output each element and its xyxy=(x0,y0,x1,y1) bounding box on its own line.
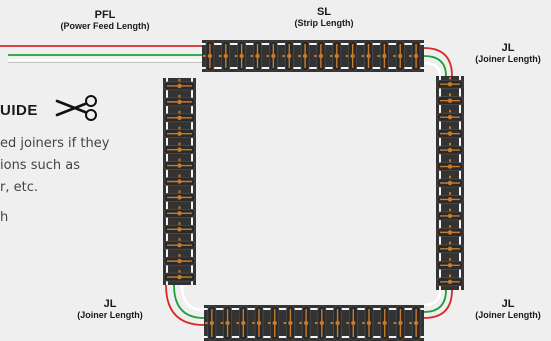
strip-top xyxy=(202,40,424,72)
jl-top-right-full: (Joiner Length) xyxy=(475,54,541,64)
strip-bottom xyxy=(204,305,424,341)
sl-full: (Strip Length) xyxy=(294,18,354,28)
joiner-bottom-right xyxy=(423,289,453,319)
strip-right xyxy=(436,76,464,290)
guide-line-4: h xyxy=(0,210,9,225)
guide-line-3: r, etc. xyxy=(0,180,38,195)
pfl-full: (Power Feed Length) xyxy=(60,21,150,31)
jl-bottom-left-label: JL (Joiner Length) xyxy=(64,298,156,321)
jl-bottom-right-full: (Joiner Length) xyxy=(475,310,541,320)
sl-label: SL (Strip Length) xyxy=(264,6,384,29)
jl-bottom-left-abbr: JL xyxy=(103,298,117,310)
jl-top-right-label: JL (Joiner Length) xyxy=(466,42,550,65)
pfl-abbr: PFL xyxy=(94,9,116,21)
sl-abbr: SL xyxy=(316,6,332,18)
jl-bottom-right-abbr: JL xyxy=(501,298,515,310)
jl-bottom-right-label: JL (Joiner Length) xyxy=(466,298,550,321)
guide-title: UIDE xyxy=(0,102,38,119)
joiner-bottom-left xyxy=(165,284,205,326)
pfl-label: PFL (Power Feed Length) xyxy=(42,9,168,32)
jl-bottom-left-full: (Joiner Length) xyxy=(77,310,143,320)
guide-line-2: ions such as xyxy=(0,158,80,173)
guide-line-1: ed joiners if they xyxy=(0,136,110,151)
jl-top-right-abbr: JL xyxy=(501,42,515,54)
strip-left xyxy=(163,78,196,285)
joiner-top-right xyxy=(423,47,453,77)
scissors-icon xyxy=(55,95,97,121)
power-feed-wires xyxy=(0,45,202,63)
